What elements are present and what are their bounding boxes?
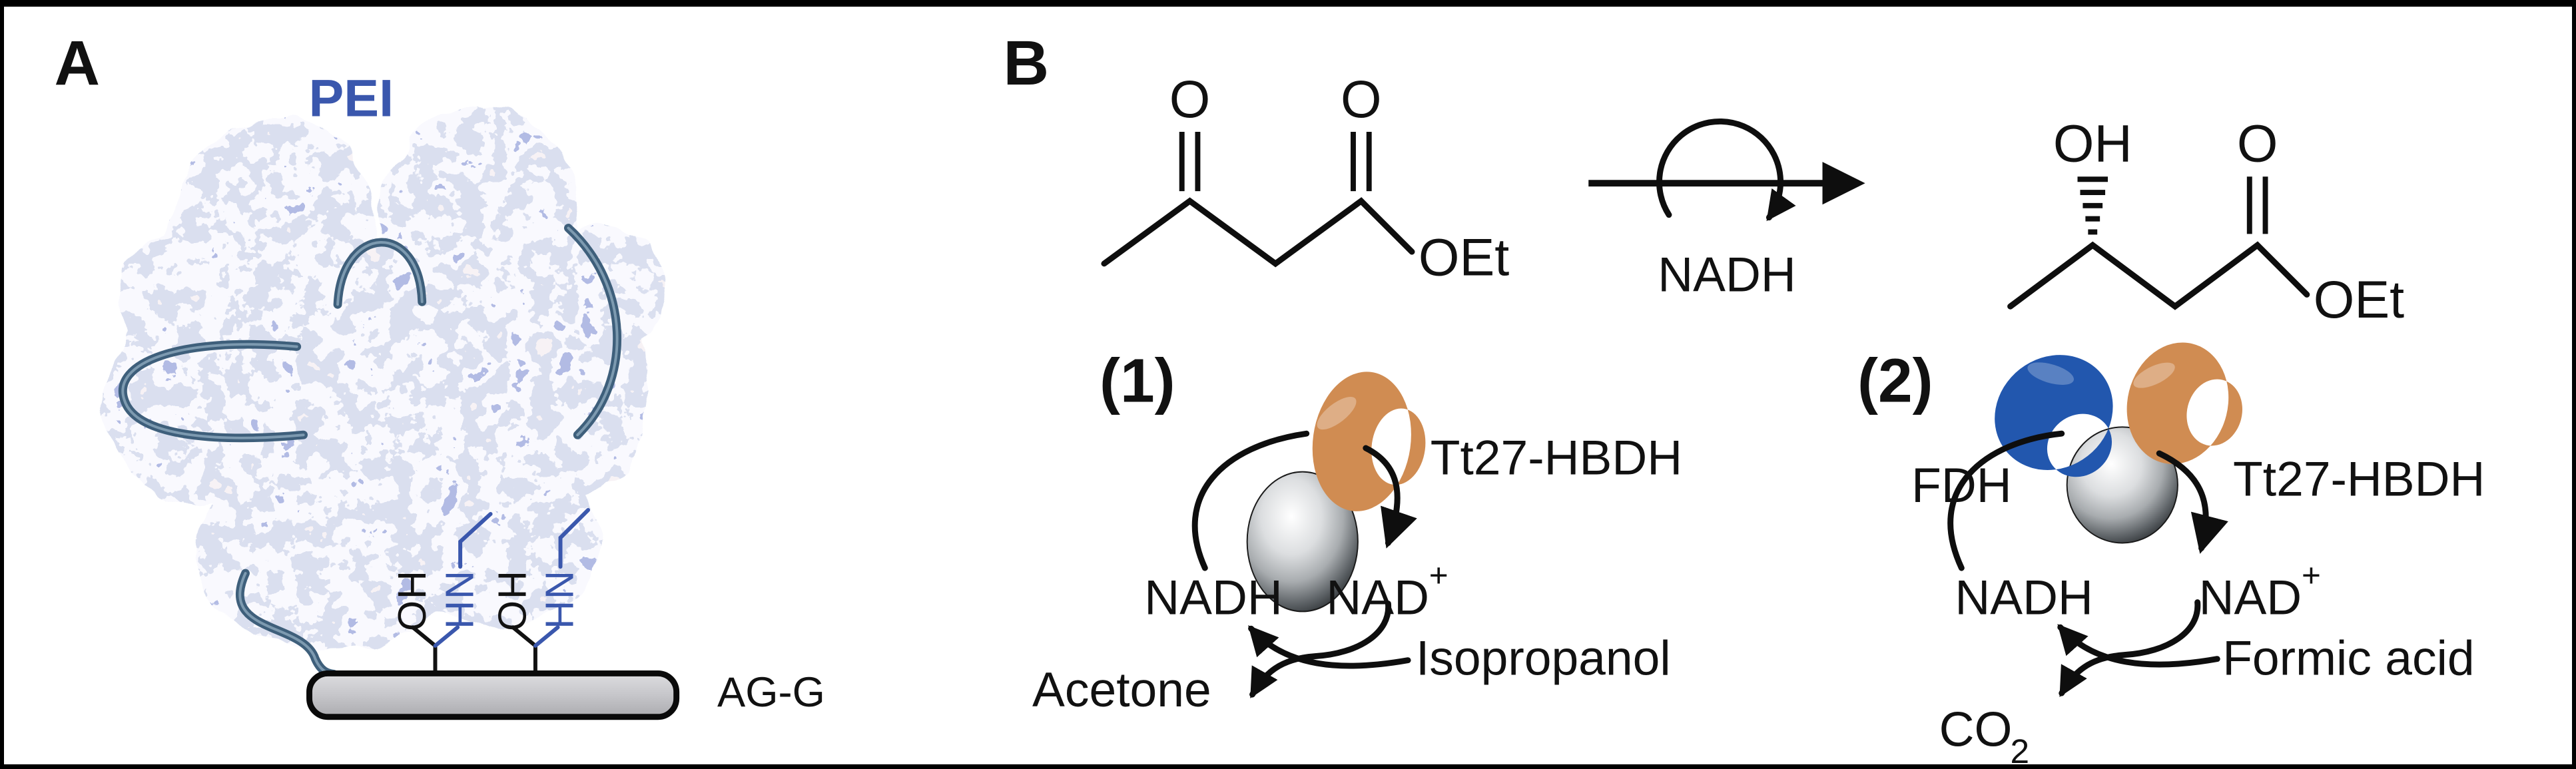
cycle-arc-right [1363, 445, 1417, 549]
protein-surface [102, 105, 666, 649]
scheme-2-enzyme-label: Tt27-HBDH [2233, 451, 2485, 506]
arrow-cofactor-label: NADH [1658, 247, 1795, 302]
scheme-2-cosubstrate-label: Formic acid [2222, 631, 2474, 685]
cofactor-cycle-arrow [1656, 118, 1796, 222]
scheme-1-cosubstrate-label: Isopropanol [1416, 631, 1671, 685]
cycle-arc-right [2156, 450, 2228, 554]
scheme-1-enzyme-label: Tt27-HBDH [1431, 431, 1682, 485]
substrate-structure: O O OEt [1101, 69, 1509, 287]
cosubstrate-arrow [1248, 625, 1411, 669]
coproduct-arrow [2059, 599, 2201, 697]
scheme-2-nadh-label: NADH [1955, 570, 2093, 625]
support-label: AG-G [717, 669, 825, 716]
pei-strand [119, 224, 621, 678]
scheme-2-coproduct-label: CO [1939, 702, 2013, 756]
linker-hydroxyl-label: HO [490, 571, 535, 633]
scheme-1-coproduct-label: Acetone [1032, 662, 1211, 717]
panel-b-label: B [1004, 28, 1050, 99]
linker-group: HO NH [390, 511, 493, 677]
hash-stereo-bond [2077, 176, 2108, 235]
panel-a: A PEI HO [55, 28, 825, 720]
bead-icon [1246, 471, 1359, 613]
scheme-2-fdh-label: FDH [1911, 458, 2011, 513]
scheme-1-nadh-label: NADH [1144, 570, 1282, 625]
cycle-arc-left [1947, 430, 2065, 571]
scheme-1-nad-charge: + [1429, 557, 1449, 594]
panel-a-label: A [55, 28, 101, 99]
fdh-crescent-icon [1971, 331, 2146, 507]
linker-hydroxyl-label: HO [390, 571, 434, 633]
scheme-1-number: (1) [1100, 346, 1175, 415]
enzyme-crescent-icon [1303, 365, 1435, 520]
cycle-arc-left [1191, 430, 1310, 571]
product-ester-oxygen: O [2237, 114, 2278, 173]
scheme-1: (1) Tt27-HBDH NADH NAD + Isopropanol Ace… [1032, 346, 1682, 717]
scheme-2-nad-charge: + [2302, 557, 2321, 594]
support-bar [306, 670, 680, 720]
substrate-ketone-oxygen: O [1169, 69, 1211, 128]
substrate-ester-oxygen: O [1341, 69, 1382, 128]
scheme-2-coproduct-subscript: 2 [2011, 732, 2030, 764]
figure-canvas: A PEI HO [55, 28, 2485, 764]
scheme-2-nad-label: NAD [2199, 570, 2302, 625]
enzyme-crescent-icon [2114, 332, 2256, 479]
product-structure: OH O OEt [2007, 114, 2404, 329]
product-ester-group: OEt [2314, 270, 2404, 329]
linker-amine-label: NH [437, 571, 482, 631]
coproduct-arrow [1249, 601, 1391, 698]
scheme-2-number: (2) [1857, 346, 1933, 415]
linker-amine-label: NH [537, 571, 582, 631]
scheme-1-nad-label: NAD [1326, 570, 1429, 625]
panel-b: B O O OEt NADH [1004, 28, 2485, 764]
pei-label: PEI [309, 68, 394, 127]
scheme-2: (2) FDH Tt27-HBDH NADH NAD + Formic acid… [1857, 331, 2485, 764]
linker-group: HO NH [490, 508, 591, 677]
reaction-arrow: NADH [1588, 118, 1865, 302]
substrate-ester-group: OEt [1419, 228, 1509, 287]
cosubstrate-arrow [2057, 624, 2220, 668]
product-hydroxyl-label: OH [2053, 114, 2132, 173]
